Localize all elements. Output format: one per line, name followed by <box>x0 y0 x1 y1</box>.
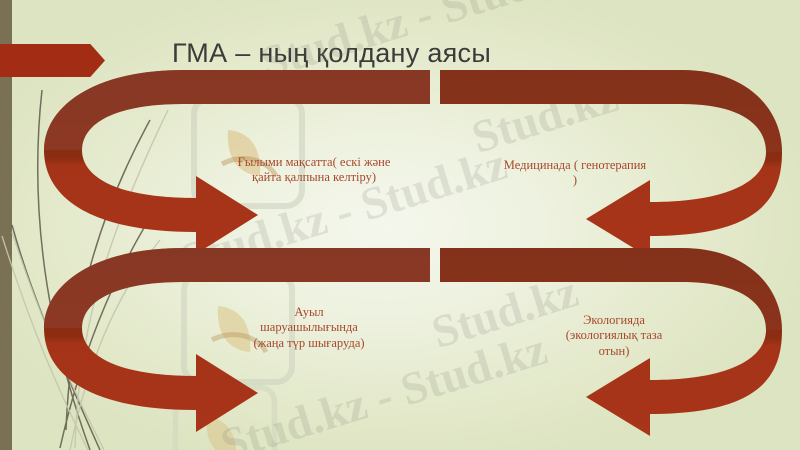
title-accent-arrow <box>0 44 105 77</box>
arrow-label-scientific: Ғылыми мақсатта( ескі және қайта қалпына… <box>237 155 391 185</box>
arrow-label-medicine: Медицинада ( генотерапия ) <box>503 158 647 188</box>
arrow-label-agriculture: Ауыл шаруашылығында (жаңа түр шығаруда) <box>253 305 365 350</box>
arrow-medicine <box>440 70 782 258</box>
arrow-agriculture <box>44 248 430 432</box>
page-title: ГМА – ның қолдану аясы <box>172 38 492 68</box>
arrow-ecology <box>440 248 782 436</box>
arrow-label-ecology: Экологияда (экологиялық таза отын) <box>565 313 663 358</box>
arrow-scientific <box>44 70 430 254</box>
